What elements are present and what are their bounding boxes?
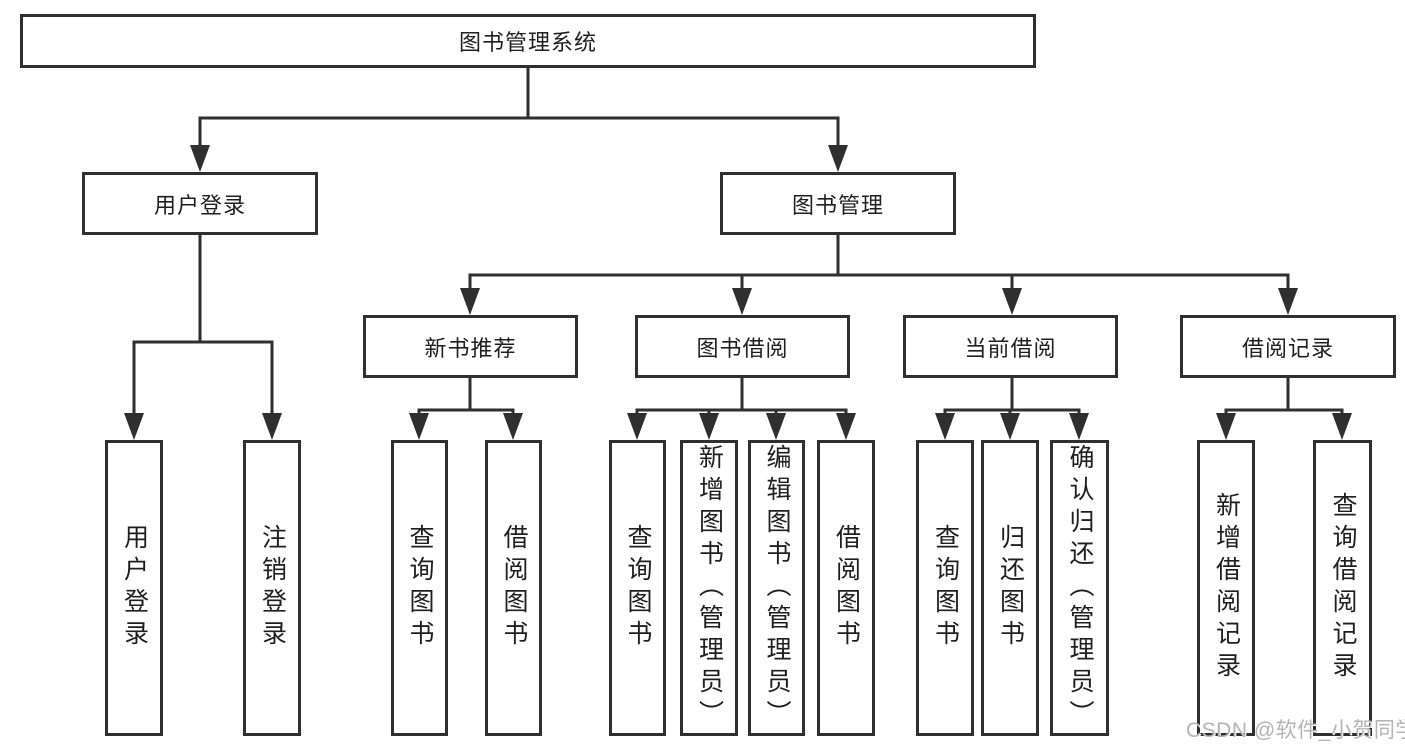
arrowheads-records-leaves	[1216, 413, 1352, 440]
node-borrowing-records: 借阅记录	[1180, 315, 1396, 378]
node-current-borrowing: 当前借阅	[903, 315, 1118, 378]
leaf-query-books-recommend: 查询图书	[391, 440, 448, 736]
arrowheads-level2	[190, 145, 848, 172]
leaf-logout: 注销登录	[243, 440, 301, 736]
node-library-management-system: 图书管理系统	[20, 14, 1036, 68]
connector-records-to-leaves	[1224, 376, 1344, 427]
node-book-borrowing: 图书借阅	[635, 315, 850, 378]
arrowheads-currentborrow-leaves	[935, 413, 1089, 440]
node-label: 用户登录	[153, 192, 246, 218]
leaf-return-books: 归还图书	[981, 440, 1039, 736]
node-new-book-recommendation: 新书推荐	[363, 315, 578, 378]
node-user-login-branch: 用户登录	[82, 172, 318, 235]
watermark-text: CSDN @软件_小贺同学	[1186, 719, 1405, 742]
arrowheads-level3	[460, 288, 1298, 315]
node-label: 借阅记录	[1241, 335, 1334, 361]
leaf-add-book-admin: 新增图书（管理员）	[680, 440, 738, 736]
node-label: 新书推荐	[424, 335, 517, 361]
leaf-confirm-return-admin: 确认归还（管理员）	[1050, 440, 1109, 736]
connector-root-to-level2	[198, 66, 840, 157]
arrowheads-userlogin-leaves	[124, 413, 282, 440]
node-label: 当前借阅	[964, 335, 1057, 361]
connector-newbook-to-leaves	[417, 376, 515, 427]
leaf-user-login: 用户登录	[105, 440, 163, 736]
leaf-query-books-borrow: 查询图书	[609, 440, 666, 736]
node-label: 图书管理系统	[458, 30, 597, 55]
node-label: 图书管理	[791, 192, 884, 218]
leaf-edit-book-admin: 编辑图书（管理员）	[748, 440, 805, 736]
connector-userlogin-to-leaves	[132, 233, 274, 427]
arrowheads-newbook-leaves	[409, 413, 523, 440]
connector-bookborrow-to-leaves	[635, 376, 848, 427]
leaf-borrow-books-recommend: 借阅图书	[485, 440, 542, 736]
leaf-add-borrow-record: 新增借阅记录	[1197, 440, 1255, 736]
leaf-query-books-current: 查询图书	[916, 440, 974, 736]
arrowheads-bookborrow-leaves	[627, 413, 856, 440]
node-book-management-branch: 图书管理	[720, 172, 956, 235]
leaf-borrow-books: 借阅图书	[817, 440, 875, 736]
node-label: 图书借阅	[696, 335, 789, 361]
leaf-query-borrow-record: 查询借阅记录	[1313, 440, 1372, 736]
connector-bookmgmt-to-level3	[468, 233, 1290, 300]
